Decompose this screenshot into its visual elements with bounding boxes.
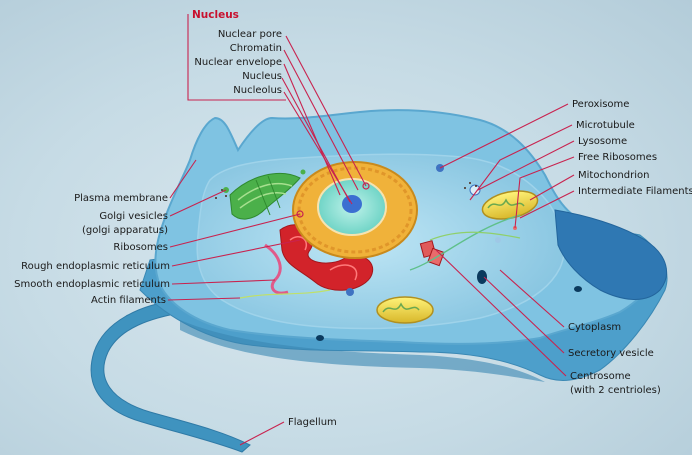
intermediate-filament-line xyxy=(429,231,521,241)
microtubule-line xyxy=(409,214,521,271)
label-rough-er: Rough endoplasmic reticulum xyxy=(21,261,170,272)
secretory-vesicle-shape xyxy=(477,270,487,284)
golgi-apparatus xyxy=(223,169,306,220)
label-plasma-membrane: Plasma membrane xyxy=(74,193,168,204)
label-nuclear-pore: Nuclear pore xyxy=(218,29,282,40)
base-dot xyxy=(316,335,324,341)
label-microtubule: Microtubule xyxy=(576,120,635,131)
label-lysosome: Lysosome xyxy=(578,136,627,147)
cell-base-shade xyxy=(180,320,545,382)
label-centrosome: Centrosome xyxy=(570,371,631,382)
label-golgi-apparatus: (golgi apparatus) xyxy=(82,225,168,236)
vesicle-dot-1 xyxy=(346,288,354,296)
actin-line xyxy=(239,289,331,299)
label-cytoplasm: Cytoplasm xyxy=(568,322,621,333)
mitochondrion-lower xyxy=(376,296,434,324)
leader-lines xyxy=(167,14,575,446)
label-secretory-vesicle: Secretory vesicle xyxy=(568,348,654,359)
label-intermediate-filaments: Intermediate Filaments xyxy=(578,186,692,197)
label-nucleolus: Nucleolus xyxy=(233,85,282,96)
label-golgi-vesicles: Golgi vesicles xyxy=(99,211,168,222)
label-actin-filaments: Actin filaments xyxy=(91,295,166,306)
label-mitochondrion: Mitochondrion xyxy=(578,170,649,181)
protrusion-dot xyxy=(574,286,582,292)
label-nucleus: Nucleus xyxy=(242,71,282,82)
label-free-ribosomes: Free Ribosomes xyxy=(578,152,657,163)
label-smooth-er: Smooth endoplasmic reticulum xyxy=(14,279,170,290)
ribosome-dots xyxy=(215,182,477,199)
rough-er xyxy=(279,224,373,291)
label-ribosomes: Ribosomes xyxy=(113,242,168,253)
lysosome-dot xyxy=(469,184,481,196)
label-flagellum: Flagellum xyxy=(288,417,337,428)
label-peroxisome: Peroxisome xyxy=(572,99,629,110)
title-nucleus: Nucleus xyxy=(192,9,239,21)
flagellum-shape xyxy=(90,299,251,453)
vesicle-dot-2 xyxy=(495,237,501,243)
label-chromatin: Chromatin xyxy=(230,43,282,54)
nucleus xyxy=(292,161,418,259)
cell-protrusion xyxy=(554,209,668,300)
label-nuclear-envelope: Nuclear envelope xyxy=(194,57,282,68)
label-centrioles: (with 2 centrioles) xyxy=(570,385,661,396)
